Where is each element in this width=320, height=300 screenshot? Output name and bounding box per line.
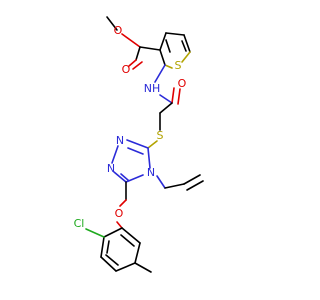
atom-labels: O O S NH O S N N N O Cl (74, 24, 187, 230)
bond (121, 33, 141, 48)
bond (165, 39, 171, 53)
bond (126, 139, 149, 149)
bond (165, 32, 185, 36)
bond (120, 173, 129, 181)
methyl-ester-group (106, 16, 161, 70)
amide-linker (147, 64, 181, 149)
bond (132, 61, 143, 70)
methoxy-oxygen-label: O (114, 24, 123, 37)
bond (156, 175, 166, 189)
bond (159, 49, 166, 66)
chloromethylphenyl-ring (85, 227, 152, 273)
bond (134, 262, 152, 273)
bond (181, 40, 187, 52)
ester-carbonyl-oxygen-label: O (122, 63, 131, 76)
bond (116, 221, 123, 229)
bond (120, 234, 135, 247)
amide-nh-label: NH (144, 82, 161, 95)
bond (119, 199, 127, 207)
bond (159, 102, 173, 114)
bond (154, 64, 166, 83)
ether-oxygen-label: O (115, 207, 124, 220)
bond (183, 34, 191, 53)
bond (147, 147, 151, 169)
bond (115, 262, 136, 272)
bond (100, 236, 105, 258)
molecule-canvas: O O S NH O S N N N O Cl (73, 16, 204, 273)
aryloxymethyl-group (116, 181, 127, 229)
thiophene-ring (159, 32, 191, 69)
bond (134, 242, 141, 264)
triazole-ring (111, 139, 151, 183)
bond (147, 140, 158, 149)
thioether-sulfur-label: S (157, 129, 164, 142)
bond (159, 94, 173, 104)
bond (139, 46, 161, 51)
amide-oxygen-label: O (178, 77, 187, 90)
bond (135, 46, 141, 61)
bond (106, 16, 118, 31)
chlorine-label: Cl (74, 217, 85, 230)
bond (100, 256, 117, 272)
bond (85, 228, 105, 238)
thiophene-sulfur-label: S (175, 59, 182, 72)
bond (111, 145, 119, 164)
bond (106, 240, 110, 254)
bond (164, 183, 185, 189)
bond (105, 254, 119, 266)
bond (186, 180, 204, 191)
bond (125, 174, 144, 183)
bond (164, 64, 173, 69)
bond (127, 147, 144, 155)
allyl-group (156, 174, 204, 191)
bond (113, 171, 127, 183)
bond (183, 174, 201, 185)
triazole-n1-label: N (116, 134, 124, 147)
molecule-structure: O O S NH O S N N N O Cl (74, 16, 204, 273)
bond (177, 88, 181, 105)
bond (103, 227, 123, 238)
bond (181, 51, 191, 63)
triazole-n2-label: N (107, 162, 115, 175)
bond (171, 87, 175, 104)
triazole-n4-label: N (147, 166, 155, 179)
bond (128, 59, 137, 67)
bond (159, 32, 167, 51)
bond (121, 227, 141, 244)
